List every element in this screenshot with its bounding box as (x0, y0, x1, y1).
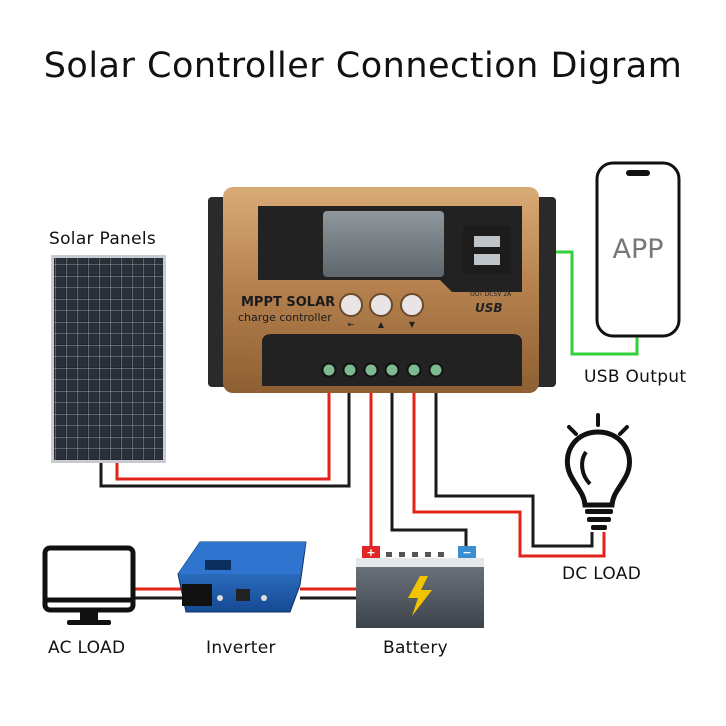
usb-logo-text: USB (475, 301, 503, 315)
controller-brand-2: charge controller (238, 311, 332, 324)
battery-plus: + (366, 546, 375, 559)
controller-buttons: ⇤ ▲ ▼ (339, 293, 424, 329)
battery-minus: − (462, 546, 471, 559)
lcd-screen (323, 211, 444, 277)
light-bulb-icon (564, 413, 632, 530)
charge-controller: ⇤ ▲ ▼ MPPT SOLAR charge controller OUT D… (208, 187, 556, 393)
svg-text:▼: ▼ (409, 320, 416, 329)
usb-output-label: USB Output (584, 367, 687, 387)
battery-label: Battery (383, 638, 449, 658)
battery-black-wire (390, 392, 468, 552)
diagram-title: Solar Controller Connection Digram (43, 46, 683, 86)
svg-text:⇤: ⇤ (348, 320, 355, 329)
dc-load-label: DC LOAD (562, 564, 642, 584)
solar-red-wire (115, 392, 331, 481)
solar-panels-label: Solar Panels (49, 229, 157, 249)
terminal-block (321, 362, 444, 378)
phone-icon: APP (595, 161, 681, 338)
dcload-red-wire (412, 392, 606, 558)
svg-text:▲: ▲ (378, 320, 385, 329)
inverter-device (177, 541, 307, 613)
battery-device: + − (356, 546, 484, 628)
solar-panel (51, 255, 166, 463)
monitor-icon (42, 545, 136, 625)
app-text: APP (612, 234, 663, 265)
usb-port-block (463, 226, 511, 274)
inverter-label: Inverter (206, 638, 276, 658)
controller-brand-1: MPPT SOLAR (241, 295, 335, 310)
lightning-icon (408, 576, 432, 616)
usb-spec-text: OUT DC5V 2A (470, 291, 512, 298)
wire-group (99, 250, 639, 600)
ac-load-label: AC LOAD (48, 638, 126, 658)
solar-black-wire (99, 392, 351, 488)
dcload-black-wire (434, 392, 594, 548)
